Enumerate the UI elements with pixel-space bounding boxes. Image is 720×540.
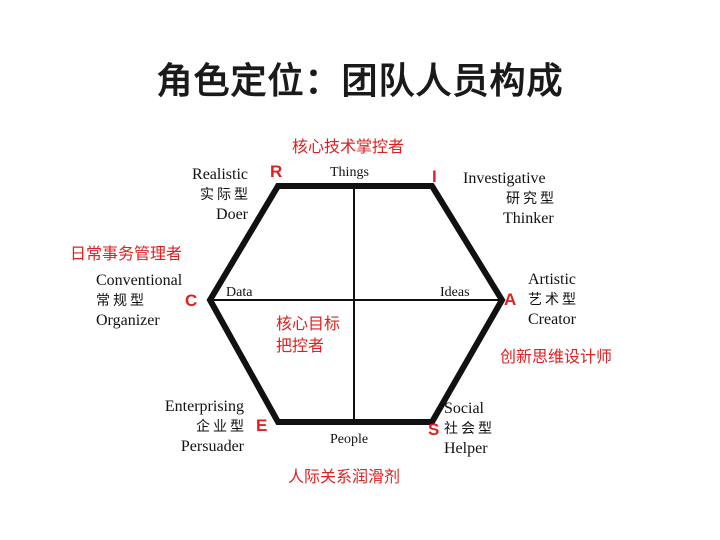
social-role: Helper	[444, 440, 488, 457]
hexagon-outline	[206, 183, 506, 425]
vertex-block-investigative: Investigative 研究型 Thinker	[463, 169, 557, 229]
red-label-core-tech: 核心技术掌控者	[292, 137, 405, 156]
axis-label-things: Things	[330, 165, 369, 180]
center-label-line-2: 把控者	[276, 336, 325, 355]
realistic-role: Doer	[216, 206, 248, 223]
vertex-block-conventional: Conventional 常规型 Organizer	[96, 271, 182, 331]
social-cn: 社会型	[444, 421, 495, 437]
red-label-innovation: 创新思维设计师	[500, 347, 613, 366]
conventional-cn: 常规型	[96, 293, 147, 309]
vertex-letter-e: E	[256, 416, 268, 435]
artistic-cn: 艺术型	[528, 292, 579, 308]
artistic-en: Artistic	[528, 271, 576, 288]
vertex-block-realistic: Realistic 实际型 Doer	[120, 165, 248, 225]
enterprising-en: Enterprising	[164, 398, 244, 415]
investigative-cn: 研究型	[506, 191, 557, 207]
vertex-block-enterprising: Enterprising 企业型 Persuader	[110, 397, 244, 457]
vertex-letter-a: A	[504, 290, 517, 309]
page-title: 角色定位：团队人员构成	[156, 61, 564, 102]
center-label-line-1: 核心目标	[276, 314, 341, 333]
conventional-role: Organizer	[96, 312, 160, 329]
axis-label-ideas: Ideas	[440, 285, 470, 300]
realistic-cn: 实际型	[200, 187, 251, 203]
vertex-block-artistic: Artistic 艺术型 Creator	[528, 270, 579, 330]
axis-label-data: Data	[226, 285, 253, 300]
investigative-en: Investigative	[463, 170, 546, 187]
enterprising-cn: 企业型	[196, 419, 247, 435]
conventional-en: Conventional	[96, 272, 183, 289]
vertex-block-social: Social 社会型 Helper	[444, 399, 495, 459]
realistic-en: Realistic	[192, 166, 248, 183]
artistic-role: Creator	[528, 311, 576, 328]
investigative-role: Thinker	[503, 210, 554, 227]
vertex-letter-c: C	[185, 291, 198, 310]
enterprising-role: Persuader	[180, 438, 244, 455]
red-label-relations: 人际关系润滑剂	[288, 467, 401, 486]
vertex-letter-s: S	[428, 420, 440, 439]
axis-label-people: People	[330, 432, 369, 447]
center-label: 核心目标 把控者	[276, 313, 340, 357]
vertex-letter-r: R	[270, 162, 283, 181]
social-en: Social	[444, 400, 484, 417]
vertex-letter-i: I	[432, 167, 437, 186]
red-label-daily-affairs: 日常事务管理者	[70, 244, 183, 263]
